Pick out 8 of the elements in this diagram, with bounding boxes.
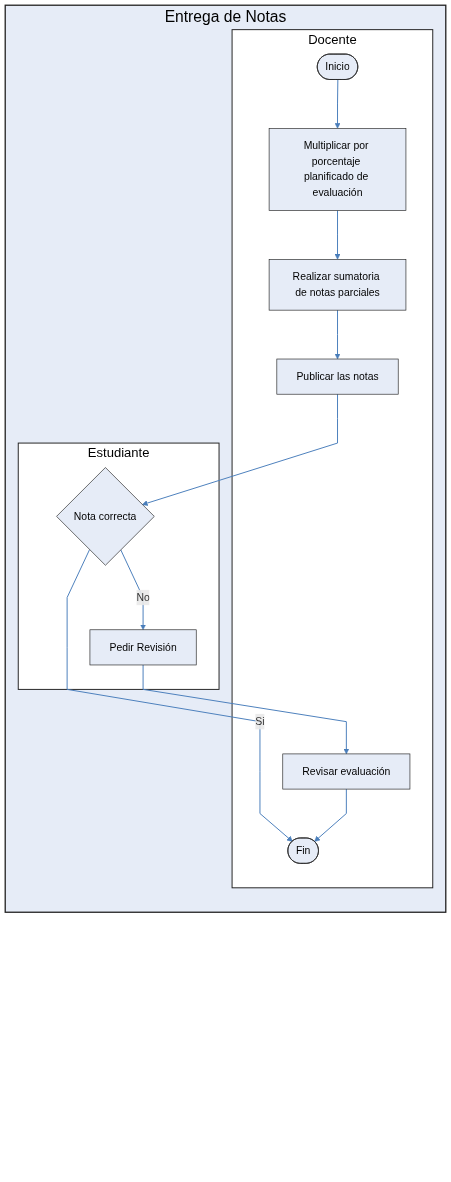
node-box: Publicar las notas [276,358,399,395]
node-box: Pedir Revisión [89,629,197,666]
node-box: Multiplicar por porcentaje planificado de evaluación [268,128,407,211]
node-box: Realizar sumatoria de notas parciales [268,259,407,311]
edge-label: No [136,591,150,603]
node-box: Revisar evaluación [282,753,411,790]
edge-label: Si [255,715,265,727]
node-diamond: Nota correcta [56,467,155,566]
